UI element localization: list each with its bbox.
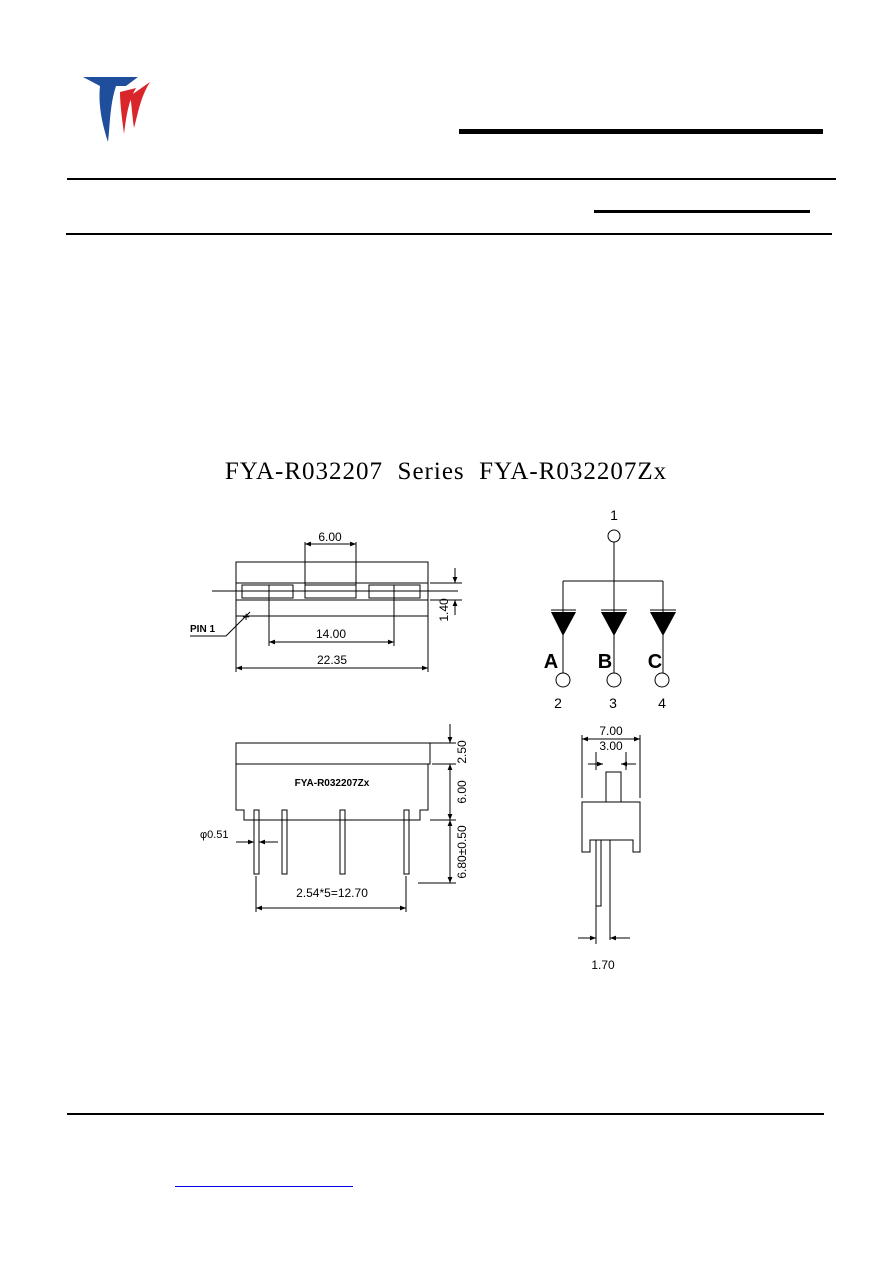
diode-c-label: C <box>648 651 662 673</box>
diode-symbols <box>551 612 676 636</box>
header-short-rule <box>594 210 810 213</box>
header-thick-rule <box>459 129 823 134</box>
dim-pin-pitch: 2.54*5=12.70 <box>296 886 368 900</box>
dim-top-length: 22.35 <box>317 653 347 667</box>
dim-end-width: 7.00 <box>599 724 623 738</box>
pin-1-label: PIN 1 <box>190 624 215 635</box>
logo-blue-swoosh <box>83 77 138 142</box>
diode-b-label: B <box>598 651 612 673</box>
side-view-top <box>235 742 431 765</box>
header-rule-1 <box>67 178 836 180</box>
end-view-lead <box>595 839 602 907</box>
pin-3-number: 3 <box>609 695 617 711</box>
dim-end-lead: 1.70 <box>591 958 615 972</box>
dim-side-lead: 6.80±0.50 <box>455 825 469 879</box>
end-view-body <box>581 801 641 853</box>
page-title: FYA-R032207 Series FYA-R032207Zx <box>224 458 668 485</box>
top-view-body <box>235 561 429 617</box>
pin-4-number: 4 <box>658 695 666 711</box>
dim-end-inner: 3.00 <box>599 739 623 753</box>
pin-1-number: 1 <box>610 507 618 523</box>
footer-website-link[interactable] <box>175 1168 353 1187</box>
pin-3-terminal <box>606 672 622 688</box>
pin-2-terminal <box>555 672 571 688</box>
end-view-top <box>605 771 622 803</box>
pin-1-mark: + <box>242 609 250 624</box>
lead-4 <box>403 809 410 875</box>
pin-2-number: 2 <box>554 695 562 711</box>
logo-red-stroke-2 <box>130 82 150 128</box>
footer-rule <box>67 1113 824 1115</box>
top-view <box>190 541 462 672</box>
dim-side-body: 6.00 <box>455 780 469 804</box>
side-view <box>235 724 456 912</box>
dim-top-height: 1.40 <box>437 598 451 622</box>
lead-2 <box>281 809 288 875</box>
part-marking: FYA-R032207Zx <box>295 778 370 789</box>
end-view <box>578 735 641 944</box>
diode-a-label: A <box>544 651 558 673</box>
side-view-body <box>235 764 429 821</box>
company-logo <box>83 77 150 142</box>
diode-b <box>601 612 627 636</box>
dim-side-top: 2.50 <box>455 740 469 764</box>
dim-top-pitch: 6.00 <box>318 530 342 544</box>
dim-top-inner: 14.00 <box>316 627 346 641</box>
logo-red-stroke-1 <box>120 88 136 134</box>
pin-1-terminal <box>607 529 621 543</box>
pin-4-terminal <box>654 672 670 688</box>
dim-lead-diameter: φ0.51 <box>200 829 229 841</box>
lead-3 <box>339 809 346 875</box>
header-rule-2 <box>66 233 832 235</box>
diode-a <box>551 612 576 636</box>
diode-c <box>650 612 676 636</box>
